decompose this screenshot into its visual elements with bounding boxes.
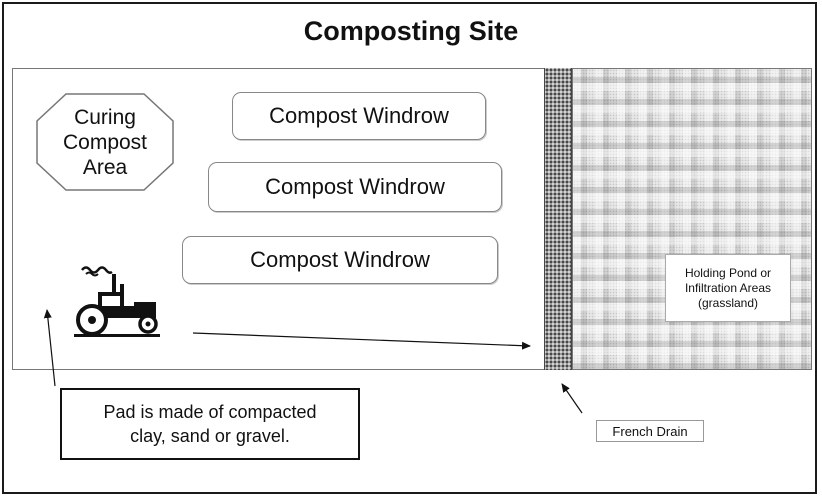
compost-windrow-2: Compost Windrow	[208, 162, 502, 212]
compost-windrow-3: Compost Windrow	[182, 236, 498, 284]
french-drain-strip	[544, 68, 572, 370]
french-drain-label: French Drain	[596, 420, 704, 442]
compost-windrow-1: Compost Windrow	[232, 92, 486, 140]
grassland-area	[572, 68, 812, 370]
windrow-label: Compost Windrow	[250, 247, 430, 272]
curing-area-label: Curing Compost Area	[62, 105, 148, 179]
curing-compost-area: Curing Compost Area	[36, 93, 174, 191]
holding-pond-label: Holding Pond or Infiltration Areas (gras…	[665, 254, 791, 322]
pad-material-note: Pad is made of compacted clay, sand or g…	[60, 388, 360, 460]
diagram-title: Composting Site	[303, 16, 519, 46]
windrow-label: Compost Windrow	[265, 174, 445, 199]
octagon-shape	[36, 93, 174, 191]
tractor-icon	[72, 262, 164, 338]
windrow-label: Compost Windrow	[269, 103, 449, 128]
